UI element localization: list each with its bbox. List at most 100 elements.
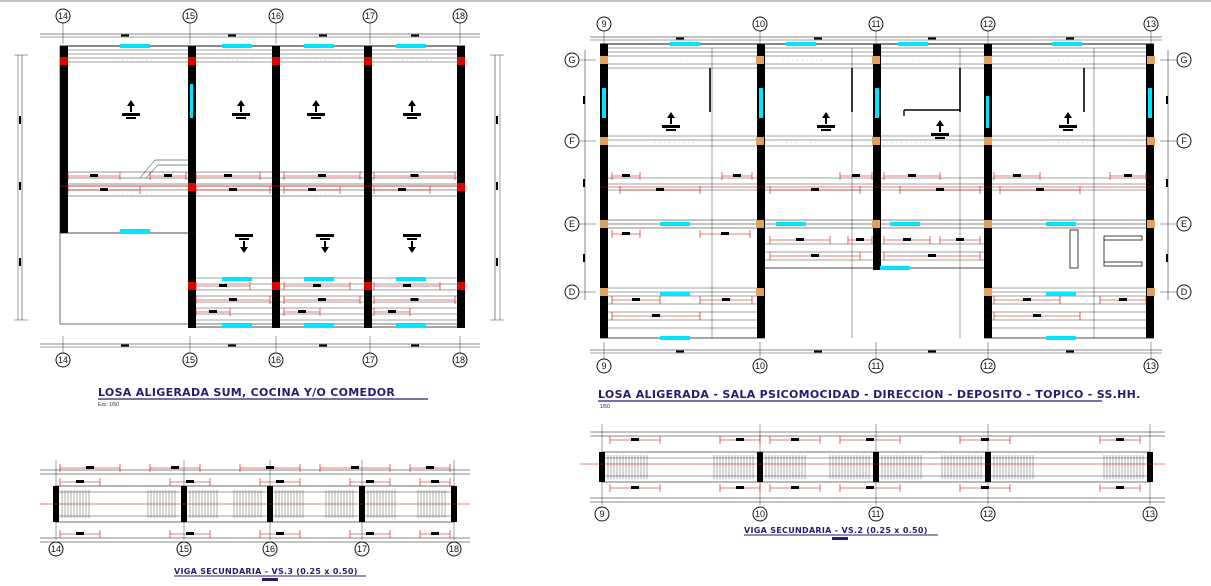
beam-highlight: [120, 229, 150, 233]
cad-rect: [19, 182, 21, 190]
slab-direction-arrow: [237, 100, 245, 106]
rebar-label: [318, 174, 326, 177]
cad-rect: [1166, 179, 1168, 187]
beam-tag: · · · · · · · · ·: [1048, 142, 1089, 146]
svg-text:11: 11: [871, 361, 880, 371]
beam-tag: · · · · · · · · ·: [212, 60, 253, 64]
rebar-label: [410, 298, 419, 301]
svg-text:F: F: [569, 136, 575, 146]
beam-highlight: [660, 292, 690, 296]
svg-text:12: 12: [983, 19, 993, 29]
cad-rect: [583, 179, 585, 187]
slab-direction-arrow: [243, 241, 245, 247]
rebar-label: [186, 532, 194, 535]
dimension-tick: [676, 37, 684, 40]
slab-direction-arrow: [324, 241, 326, 247]
beam-highlight: [670, 42, 700, 46]
column-marker: [1147, 137, 1155, 145]
dimension-tick: [228, 344, 236, 347]
beam-left-title: VIGA SECUNDARIA - VS.3 (0.25 x 0.50): [174, 567, 358, 576]
svg-text:10: 10: [755, 19, 765, 29]
beam-tag: · · · · · · · · ·: [886, 142, 927, 146]
slab-direction-bar: [821, 129, 831, 131]
grid-bubble: 13: [1143, 358, 1159, 374]
rebar-label: [908, 174, 916, 177]
svg-text:14: 14: [58, 11, 68, 21]
slab-direction-arrow: [408, 100, 416, 106]
svg-text:F: F: [1181, 136, 1187, 146]
slab-direction-bar: [407, 117, 417, 119]
rebar-label: [1116, 438, 1124, 441]
rebar-label: [171, 466, 179, 469]
rebar-label: [388, 310, 396, 313]
grid-bubble: 16: [262, 541, 278, 557]
svg-text:13: 13: [1146, 19, 1156, 29]
slab-direction-bar: [235, 234, 253, 237]
beam-highlight: [222, 277, 252, 281]
beam-highlight: [1046, 222, 1076, 226]
grid-bubble: E: [1176, 216, 1192, 232]
plan-right-title: LOSA ALIGERADA - SALA PSICOMOCIDAD - DIR…: [598, 388, 1141, 401]
beam-highlight: [396, 277, 426, 281]
column-marker: [756, 137, 764, 145]
grid-bubble: 10: [752, 506, 768, 522]
slab-direction-bar: [935, 137, 945, 139]
dimension-tick: [814, 37, 822, 40]
rebar-label: [276, 480, 284, 483]
svg-text:15: 15: [185, 11, 195, 21]
grid-bubble: F: [564, 133, 580, 149]
rebar-label: [1124, 174, 1132, 177]
slab-direction-bar: [320, 238, 330, 240]
svg-text:G: G: [568, 55, 575, 65]
beam-highlight: [396, 323, 426, 327]
beam-support: [873, 452, 879, 482]
beam-tag: · · · · · · · · ·: [1048, 60, 1089, 64]
svg-text:17: 17: [365, 11, 375, 21]
grid-bubble: 11: [868, 16, 884, 32]
rebar-label: [1116, 486, 1124, 489]
beam-highlight: [1046, 336, 1076, 340]
dimension-tick: [1066, 37, 1074, 40]
rebar-label: [903, 238, 911, 241]
beam-highlight: [602, 88, 606, 118]
rebar-label: [229, 188, 237, 191]
column-marker: [1147, 220, 1155, 228]
dimension-tick: [411, 34, 419, 37]
dimension-tick: [228, 34, 236, 37]
plan-left-wall: [364, 46, 372, 328]
beam-highlight: [304, 277, 334, 281]
column-marker: [272, 282, 280, 290]
beam-highlight: [222, 323, 252, 327]
slab-direction-arrow: [411, 241, 413, 247]
slab-direction-arrow: [670, 118, 672, 124]
drawing-linework: · · · · · · · · · · · · · · · · · · · · · …: [0, 0, 1211, 543]
slab-direction-bar: [666, 129, 676, 131]
column-marker: [984, 288, 992, 296]
svg-text:17: 17: [357, 544, 367, 554]
column-marker: [600, 137, 608, 145]
slab-direction-bar: [316, 234, 334, 237]
rebar-label: [791, 486, 799, 489]
column-marker: [457, 282, 465, 290]
column-marker: [984, 56, 992, 64]
cad-rect: [19, 258, 21, 266]
dimension-tick: [319, 34, 327, 37]
beam-right-scale-mark: [832, 537, 848, 540]
rebar-label: [852, 174, 860, 177]
beam-highlight: [875, 88, 879, 118]
beam-tag: · · · · · · · · ·: [898, 60, 939, 64]
column-marker: [188, 183, 196, 191]
beam-right-title: VIGA SECUNDARIA - VS.2 (0.25 x 0.50): [744, 526, 928, 535]
column-marker: [457, 57, 465, 65]
grid-bubble: D: [1176, 284, 1192, 300]
beam-highlight: [190, 84, 193, 118]
grid-bubble: 11: [868, 358, 884, 374]
rebar-label: [796, 238, 804, 241]
grid-bubble: 18: [452, 8, 468, 24]
rebar-label: [981, 486, 989, 489]
column-marker: [600, 220, 608, 228]
cad-rect: [496, 182, 498, 190]
grid-bubble: 16: [268, 8, 284, 24]
slab-direction-arrow: [408, 247, 416, 253]
